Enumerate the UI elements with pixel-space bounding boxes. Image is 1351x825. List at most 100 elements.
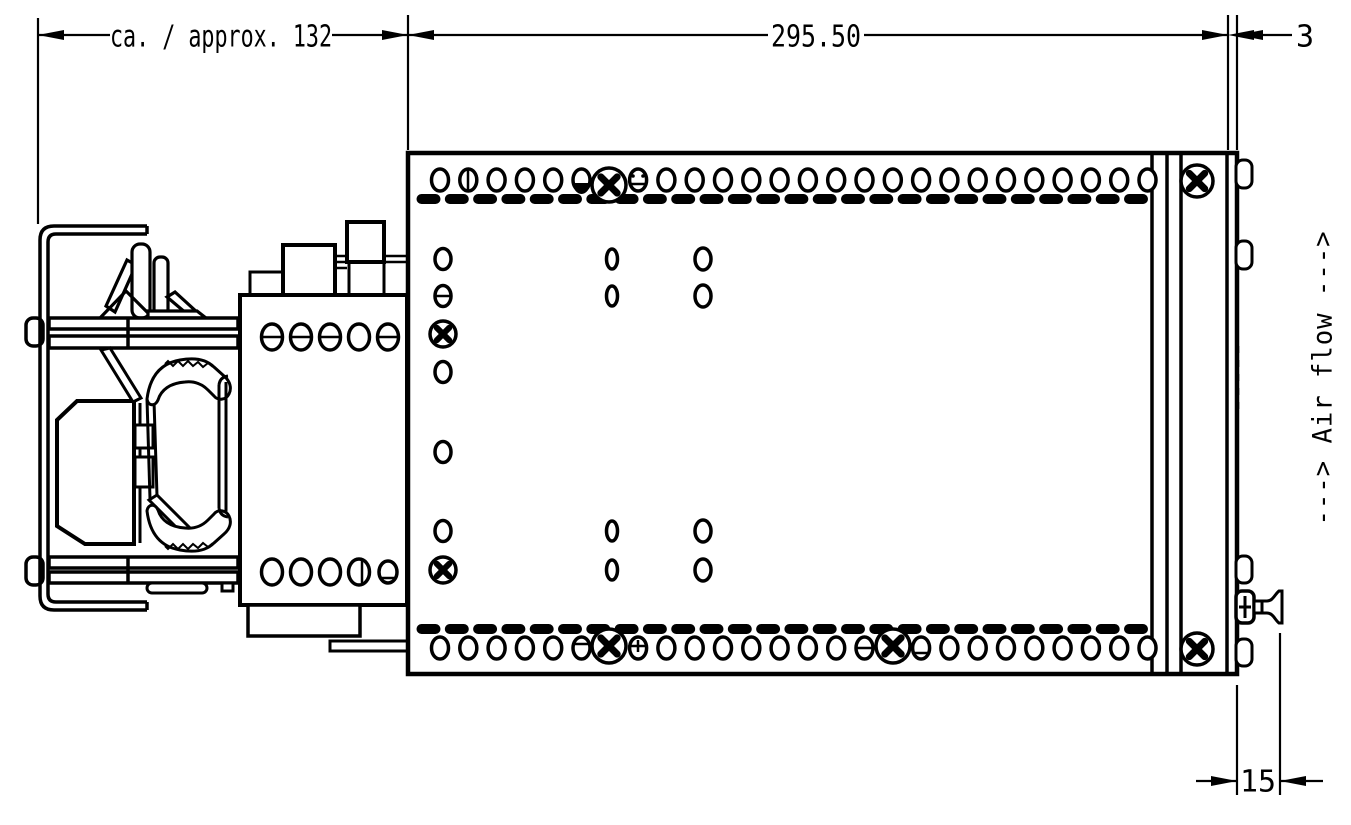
vent-slot — [1124, 624, 1148, 634]
vent-slot — [558, 194, 582, 204]
vent-slot — [1067, 194, 1092, 204]
vent-hole — [967, 635, 988, 661]
vent-slot — [756, 624, 781, 634]
vent-hole — [1080, 635, 1102, 661]
phillips-screw — [1179, 163, 1215, 199]
vent-slot — [812, 194, 837, 204]
rear-screw-bump-1 — [1234, 158, 1254, 190]
vent-slot — [841, 624, 865, 634]
vent-slot — [529, 194, 554, 204]
vent-slot — [671, 194, 696, 204]
vent-slot — [727, 624, 752, 634]
chassis-hole — [693, 283, 713, 309]
vent-hole — [797, 635, 819, 661]
vent-hole — [741, 167, 762, 193]
top-rails — [47, 316, 240, 350]
terminal-screw — [259, 557, 285, 587]
phillips-screw — [590, 627, 628, 665]
vent-slot — [1124, 194, 1148, 204]
vent-slot — [1095, 194, 1120, 204]
phillips-screw — [590, 166, 628, 204]
dimension-label-approx-132: ca. / approx. 132 — [110, 20, 332, 55]
housing-tab — [220, 581, 235, 593]
vent-hole — [995, 167, 1017, 193]
vent-hole — [712, 167, 734, 193]
vent-slot — [869, 194, 894, 204]
vent-hole — [684, 167, 705, 193]
phillips-cross-icon — [433, 324, 453, 344]
terminal-screw-rows — [259, 322, 401, 587]
vent-slot — [671, 624, 696, 634]
vent-slot — [756, 194, 781, 204]
rear-screw-bump-4 — [1234, 637, 1254, 668]
rear-screw-bump-2 — [1234, 239, 1254, 271]
vent-hole — [627, 167, 649, 193]
thumbscrew-handle — [1260, 589, 1284, 625]
vent-hole — [486, 635, 507, 661]
vent-slot — [501, 194, 526, 204]
chassis-hole — [604, 558, 620, 582]
vent-hole — [429, 635, 451, 661]
rear-screw-bump-3 — [1234, 554, 1254, 585]
vent-slot — [784, 624, 809, 634]
chassis-hole — [604, 519, 620, 543]
vent-hole — [939, 167, 960, 193]
upper-strut — [98, 346, 144, 404]
vent-slot — [1039, 194, 1064, 204]
vent-slot — [784, 194, 809, 204]
vent-hole — [741, 635, 762, 661]
vent-hole — [656, 167, 677, 193]
vent-hole — [1052, 167, 1073, 193]
vent-slot — [473, 624, 498, 634]
vent-slot — [529, 624, 554, 634]
vent-hole — [712, 635, 734, 661]
chassis-outline — [405, 150, 1240, 677]
vent-hole — [910, 167, 932, 193]
vent-hole — [995, 635, 1017, 661]
vent-hole — [514, 167, 536, 193]
vent-hole — [458, 635, 479, 661]
vent-slot — [558, 624, 582, 634]
vent-slot — [444, 194, 469, 204]
thumbscrew — [1234, 589, 1284, 625]
terminal-screw — [377, 559, 399, 585]
vent-slot — [501, 624, 526, 634]
vent-slot — [1095, 624, 1120, 634]
vent-slot — [897, 194, 922, 204]
vent-hole — [825, 167, 847, 193]
vent-hole — [854, 167, 875, 193]
vent-hole — [939, 635, 960, 661]
vent-slot — [841, 194, 865, 204]
vent-slot — [699, 624, 724, 634]
vent-slot — [812, 624, 837, 634]
vent-slot — [925, 624, 950, 634]
chassis-hole — [693, 518, 713, 544]
phillips-screw — [428, 319, 458, 349]
phillips-screw — [874, 627, 912, 665]
spring-clip — [145, 357, 232, 553]
phillips-cross-icon — [1185, 637, 1209, 661]
dimension-label-3: 3 — [1296, 20, 1314, 55]
terminal-screw — [346, 322, 372, 352]
vent-hole — [429, 167, 451, 193]
vent-hole — [1108, 635, 1130, 661]
vent-hole — [769, 167, 790, 193]
vent-slot — [982, 624, 1007, 634]
terminal-block-foot — [246, 603, 362, 638]
rear-face-hardware — [1234, 158, 1284, 668]
vent-slot — [954, 624, 979, 634]
chassis-hole — [604, 247, 620, 271]
phillips-cross-icon — [597, 173, 621, 197]
vent-slot — [699, 194, 724, 204]
vent-slot — [1039, 624, 1064, 634]
dimension-label-15: 15 — [1240, 765, 1276, 800]
phillips-screw — [1179, 631, 1215, 667]
vent-hole — [825, 635, 847, 661]
bottom-rails — [47, 555, 240, 585]
vent-slot — [642, 624, 667, 634]
chassis-hole — [433, 518, 453, 544]
vent-slot — [1010, 624, 1035, 634]
vent-slot — [416, 194, 441, 204]
vent-slot — [925, 194, 950, 204]
vent-hole — [882, 167, 904, 193]
